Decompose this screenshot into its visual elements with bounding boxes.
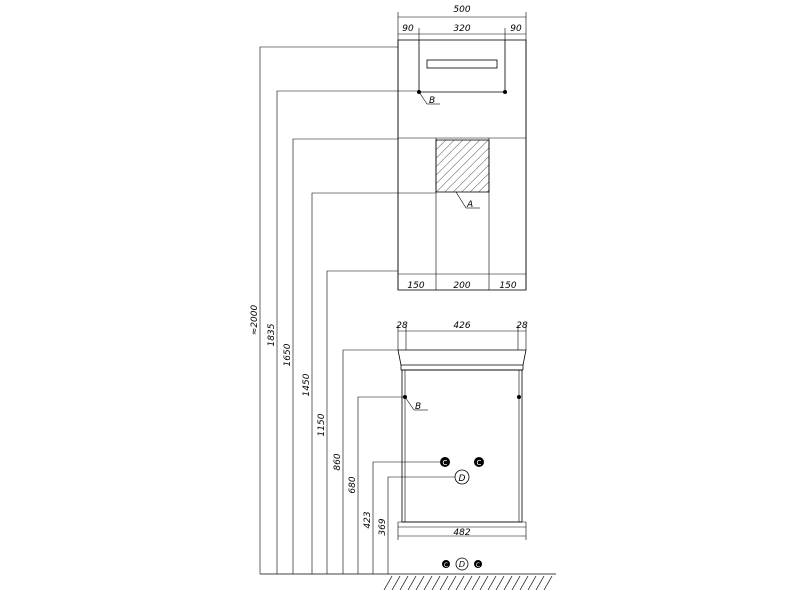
floor-hatch-line <box>463 575 473 591</box>
dim-150-left: 150 <box>407 281 424 291</box>
label-b-upper: B <box>429 96 435 106</box>
vanity-unit <box>397 325 527 540</box>
mirror-cabinet <box>397 12 527 291</box>
floor-hatch-line <box>391 575 401 591</box>
floor-hatch-line <box>503 575 513 591</box>
hot-water-floor-icon <box>474 560 482 568</box>
hot-water-label: C <box>477 459 482 467</box>
dim-200: 200 <box>453 281 470 291</box>
dim-500: 500 <box>453 5 470 15</box>
dim-482: 482 <box>453 528 470 538</box>
floor-hatch-line <box>479 575 489 591</box>
height-dimensions <box>259 46 455 574</box>
cold-water-label: C <box>443 459 448 467</box>
floor-hatch-line <box>519 575 529 591</box>
height-1150: 1150 <box>317 413 327 436</box>
label-b-lower: B <box>415 402 421 412</box>
floor-hatch-line <box>543 575 553 591</box>
height-1835: 1835 <box>267 323 277 346</box>
floor-hatch-line <box>407 575 417 591</box>
floor-hatch-line <box>535 575 545 591</box>
floor-hatch-line <box>527 575 537 591</box>
height-1650: 1650 <box>283 343 293 366</box>
floor-hatch-line <box>439 575 449 591</box>
floor-hatch-line <box>415 575 425 591</box>
drain-floor-icon <box>455 557 469 571</box>
floor-hatch-line <box>495 575 505 591</box>
dim-90-left: 90 <box>402 24 414 34</box>
floor-hatch-line <box>431 575 441 591</box>
floor-hatch-line <box>487 575 497 591</box>
floor-hatch-line <box>423 575 433 591</box>
label-a: A <box>466 200 473 210</box>
height-423: 423 <box>363 511 373 528</box>
vanity-mount-point <box>517 395 521 399</box>
dim-28-right: 28 <box>516 321 528 331</box>
hot-water-icon <box>474 457 484 467</box>
floor-hatch-line <box>455 575 465 591</box>
cold-water-floor-label: C <box>444 562 448 569</box>
cold-water-icon <box>440 457 450 467</box>
height-860: 860 <box>333 453 343 470</box>
floor-hatch-line <box>447 575 457 591</box>
drain-label: D <box>459 474 466 484</box>
floor-hatch-line <box>471 575 481 591</box>
floor-hatch-line <box>511 575 521 591</box>
dim-320: 320 <box>453 24 470 34</box>
mirror-mount-point <box>503 90 507 94</box>
floor-hatch-line <box>399 575 409 591</box>
height-1450: 1450 <box>302 373 312 396</box>
dim-90-right: 90 <box>510 24 522 34</box>
dim-150-right: 150 <box>499 281 516 291</box>
floor-connections: C D C <box>442 557 482 571</box>
dim-426: 426 <box>453 321 470 331</box>
wall-connections: C C D <box>440 457 484 485</box>
drain-floor-label: D <box>459 560 465 569</box>
height-369: 369 <box>378 518 388 535</box>
hatched-zone-a <box>435 139 490 193</box>
cold-water-floor-icon <box>442 560 450 568</box>
dim-28-left: 28 <box>396 321 408 331</box>
height-2000: ≈2000 <box>250 305 260 336</box>
hot-water-floor-label: C <box>476 562 480 569</box>
floor <box>260 573 556 591</box>
floor-hatch-line <box>383 575 393 591</box>
height-680: 680 <box>348 476 358 493</box>
